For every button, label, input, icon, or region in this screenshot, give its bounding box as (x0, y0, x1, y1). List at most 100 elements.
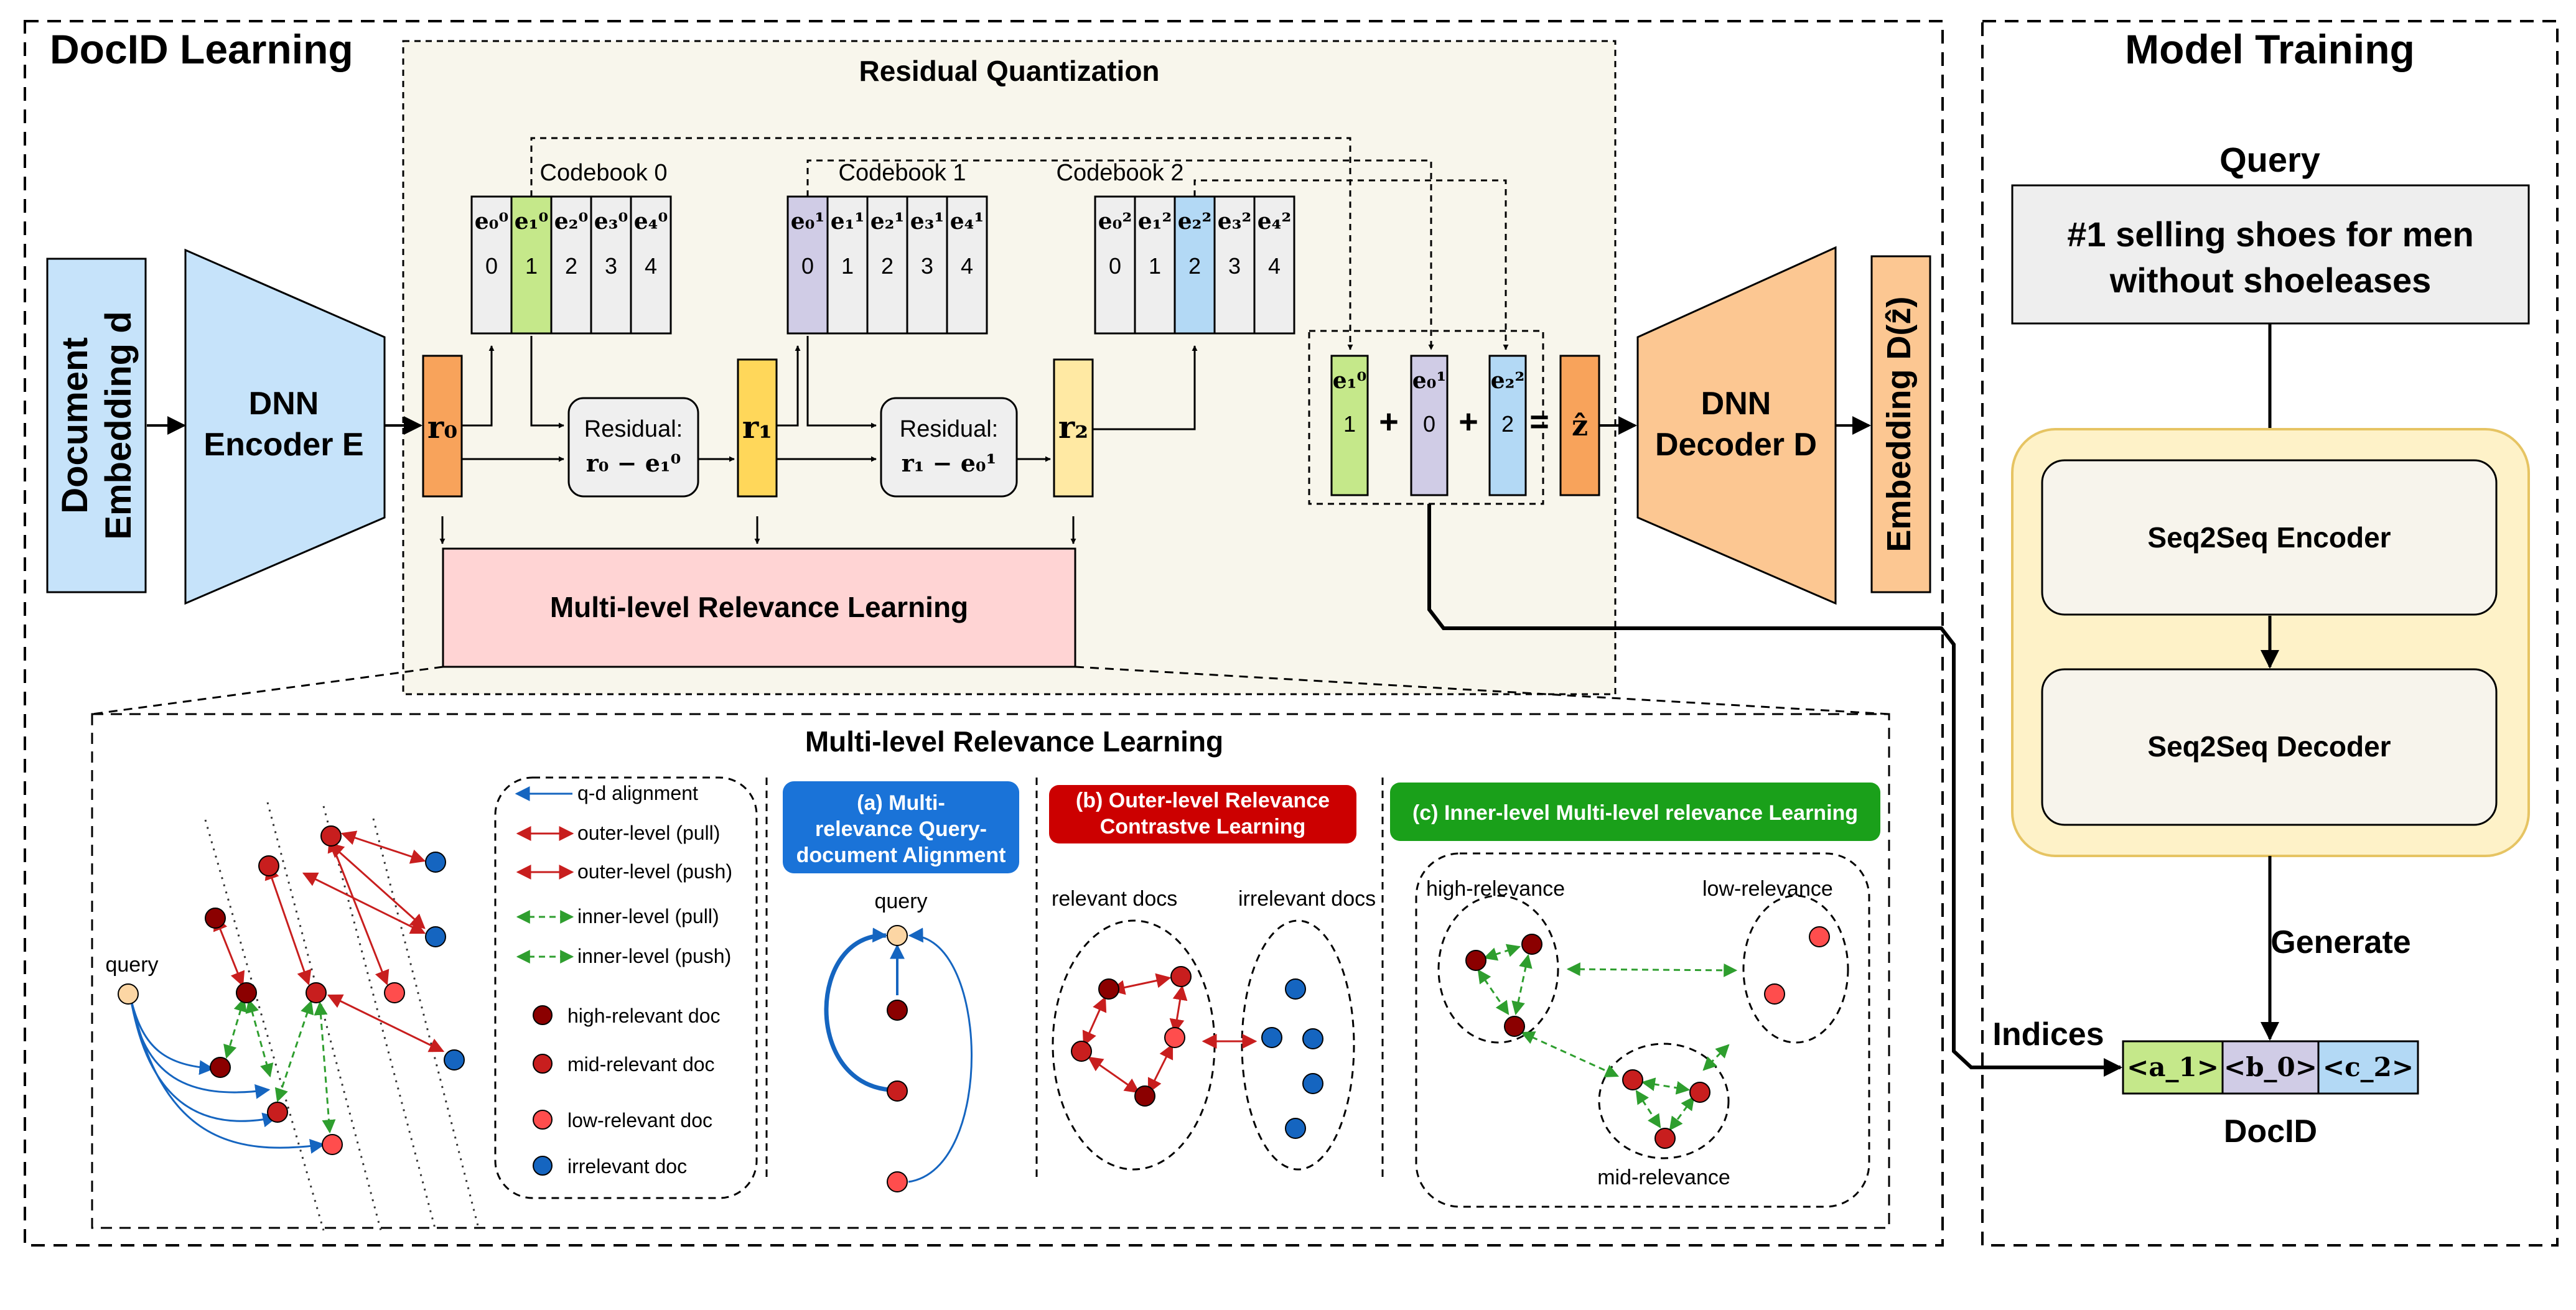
qd-alignment-arrow (129, 997, 325, 1154)
cb0-idx: 1 (525, 253, 538, 279)
codebook-0: e₀⁰ e₁⁰ e₂⁰ e₃⁰ e₄⁰ 0 1 2 3 4 (470, 195, 672, 335)
qd-arrow (908, 927, 973, 1183)
cb1-vec: e₁¹ (831, 208, 864, 235)
codebook-0-label: Codebook 0 (540, 160, 668, 186)
cb1-vec: e₀¹ (791, 208, 824, 235)
residual-r0: r₀ (422, 355, 463, 498)
sum-term-2-vec: e₀¹ (1412, 368, 1446, 394)
seq2seq-encoder-label: Seq2Seq Encoder (2147, 521, 2391, 554)
panel-b-relevant-label: relevant docs (1052, 887, 1177, 911)
docid-token-bg (2317, 1040, 2419, 1095)
residual-quantization-title: Residual Quantization (859, 55, 1159, 87)
document-embedding-block: Document Embedding d (46, 258, 147, 593)
irrelevant-doc (1285, 1118, 1306, 1139)
equals-sign: = (1529, 403, 1549, 440)
outer-push-arrow (340, 830, 426, 864)
sum-term-3-vec: e₂² (1491, 368, 1524, 394)
cb1-idx: 0 (801, 253, 814, 279)
r0-label: r₀ (427, 409, 457, 445)
boundary-line (266, 802, 382, 1231)
relevant-doc (1170, 966, 1192, 987)
inner-push-arrow (245, 998, 274, 1078)
cb0-idx: 4 (645, 253, 657, 279)
relevant-doc (1098, 978, 1119, 1000)
legend-label: outer-level (push) (577, 860, 732, 883)
panel-a-header-3: document Alignment (796, 843, 1006, 867)
legend-label: outer-level (pull) (577, 822, 720, 844)
cb1-idx: 2 (881, 253, 894, 279)
dnn-encoder: DNN Encoder E (184, 248, 386, 605)
inner-push-arrow (314, 1001, 336, 1134)
outer-push-arrow (327, 994, 445, 1052)
low-relevant-doc (887, 1171, 908, 1192)
panel-b-header-2: Contrastve Learning (1100, 815, 1306, 838)
qd-alignment-arrow (129, 997, 215, 1075)
decoder-label-2: Decoder D (1655, 427, 1817, 463)
cb2-vec: e₄² (1258, 208, 1291, 235)
decoder-label-1: DNN (1701, 386, 1771, 422)
cb2-idx: 3 (1228, 253, 1241, 279)
panel-b-header-1: (b) Outer-level Relevance (1076, 789, 1330, 812)
codebook-1: e₀¹ e₁¹ e₂¹ e₃¹ e₄¹ 0 1 2 3 4 (786, 195, 988, 335)
panel-a-query-node (887, 925, 908, 946)
indices-connector (1427, 504, 2122, 1077)
cb0-vec: e₃⁰ (594, 208, 628, 235)
mid-relevant-doc (1654, 1128, 1676, 1149)
high-relevant-doc (1465, 950, 1486, 971)
irrelevant-doc (425, 852, 446, 873)
outer-pull-arrow (213, 915, 245, 987)
legend-dot-high (533, 1005, 553, 1025)
sum-term-1: e₁⁰ 1 (1330, 355, 1369, 496)
model-training-title: Model Training (2125, 26, 2415, 72)
docid-learning-frame (24, 20, 1944, 1247)
cb2-vec: e₁² (1138, 208, 1172, 235)
sum-term-2: e₀¹ 0 (1410, 355, 1449, 496)
cb1-vec: e₄¹ (950, 208, 984, 235)
panel-a-header-2: relevance Query- (815, 817, 987, 841)
residual-box-1: Residual: r₀ − e₁⁰ (567, 397, 699, 498)
query-node (118, 983, 139, 1005)
panel-b-irrelevant-label: irrelevant docs (1238, 887, 1376, 911)
encoder-label-1: DNN (249, 386, 319, 422)
encoder-label-2: Encoder E (203, 427, 363, 463)
residual-r2: r₂ (1053, 358, 1094, 498)
irrelevant-doc (1285, 978, 1306, 1000)
cb0-idx: 0 (485, 253, 498, 279)
panel-c-header: (c) Inner-level Multi-level relevance Le… (1412, 801, 1858, 825)
mlrl-detail-frame (91, 713, 1890, 1229)
qd-alignment-arrow (129, 997, 278, 1128)
cb2-vec: e₃² (1218, 208, 1251, 235)
cb1-vec: e₃¹ (910, 208, 944, 235)
docid-token-bg (2122, 1040, 2224, 1095)
panel-c-mid-label: mid-relevance (1597, 1166, 1730, 1189)
legend-label: mid-relevant doc (567, 1053, 715, 1075)
inner-pull-arrow (274, 1000, 314, 1103)
mid-relevant-doc (1689, 1082, 1710, 1103)
codebook-1-cell-selected (786, 195, 829, 335)
residual-r1: r₁ (737, 358, 778, 498)
irrelevant-doc (1261, 1027, 1282, 1048)
sum-term-3-idx: 2 (1501, 411, 1514, 437)
irrelevant-doc (1302, 1028, 1323, 1049)
mid-relevant-doc (887, 1080, 908, 1102)
sum-term-1-idx: 1 (1343, 411, 1356, 437)
residual-box-1-title: Residual: (584, 416, 683, 442)
codebook-2-cell (1094, 195, 1136, 335)
codebook-2-label: Codebook 2 (1057, 160, 1184, 186)
z-hat-label: ẑ (1572, 409, 1588, 442)
legend-dot-mid (533, 1054, 553, 1074)
legend-label: irrelevant doc (567, 1155, 687, 1178)
cb0-vec: e₀⁰ (475, 208, 508, 235)
relevant-doc (1134, 1085, 1155, 1107)
panel-a-query-label: query (874, 890, 927, 913)
output-embedding-block: Embedding D(ẑ) (1870, 255, 1931, 593)
low-relevant-doc (322, 1134, 343, 1155)
cb0-idx: 3 (605, 253, 617, 279)
generate-label: Generate (2270, 924, 2410, 960)
query-box: #1 selling shoes for men without shoelea… (2011, 184, 2530, 325)
panel-a-header-1: (a) Multi- (857, 791, 945, 815)
zoom-line-right (1075, 666, 1890, 715)
high-relevant-doc (205, 908, 226, 929)
legend-label: inner-level (pull) (577, 905, 719, 927)
panel-c: (c) Inner-level Multi-level relevance Le… (1390, 783, 1880, 1208)
